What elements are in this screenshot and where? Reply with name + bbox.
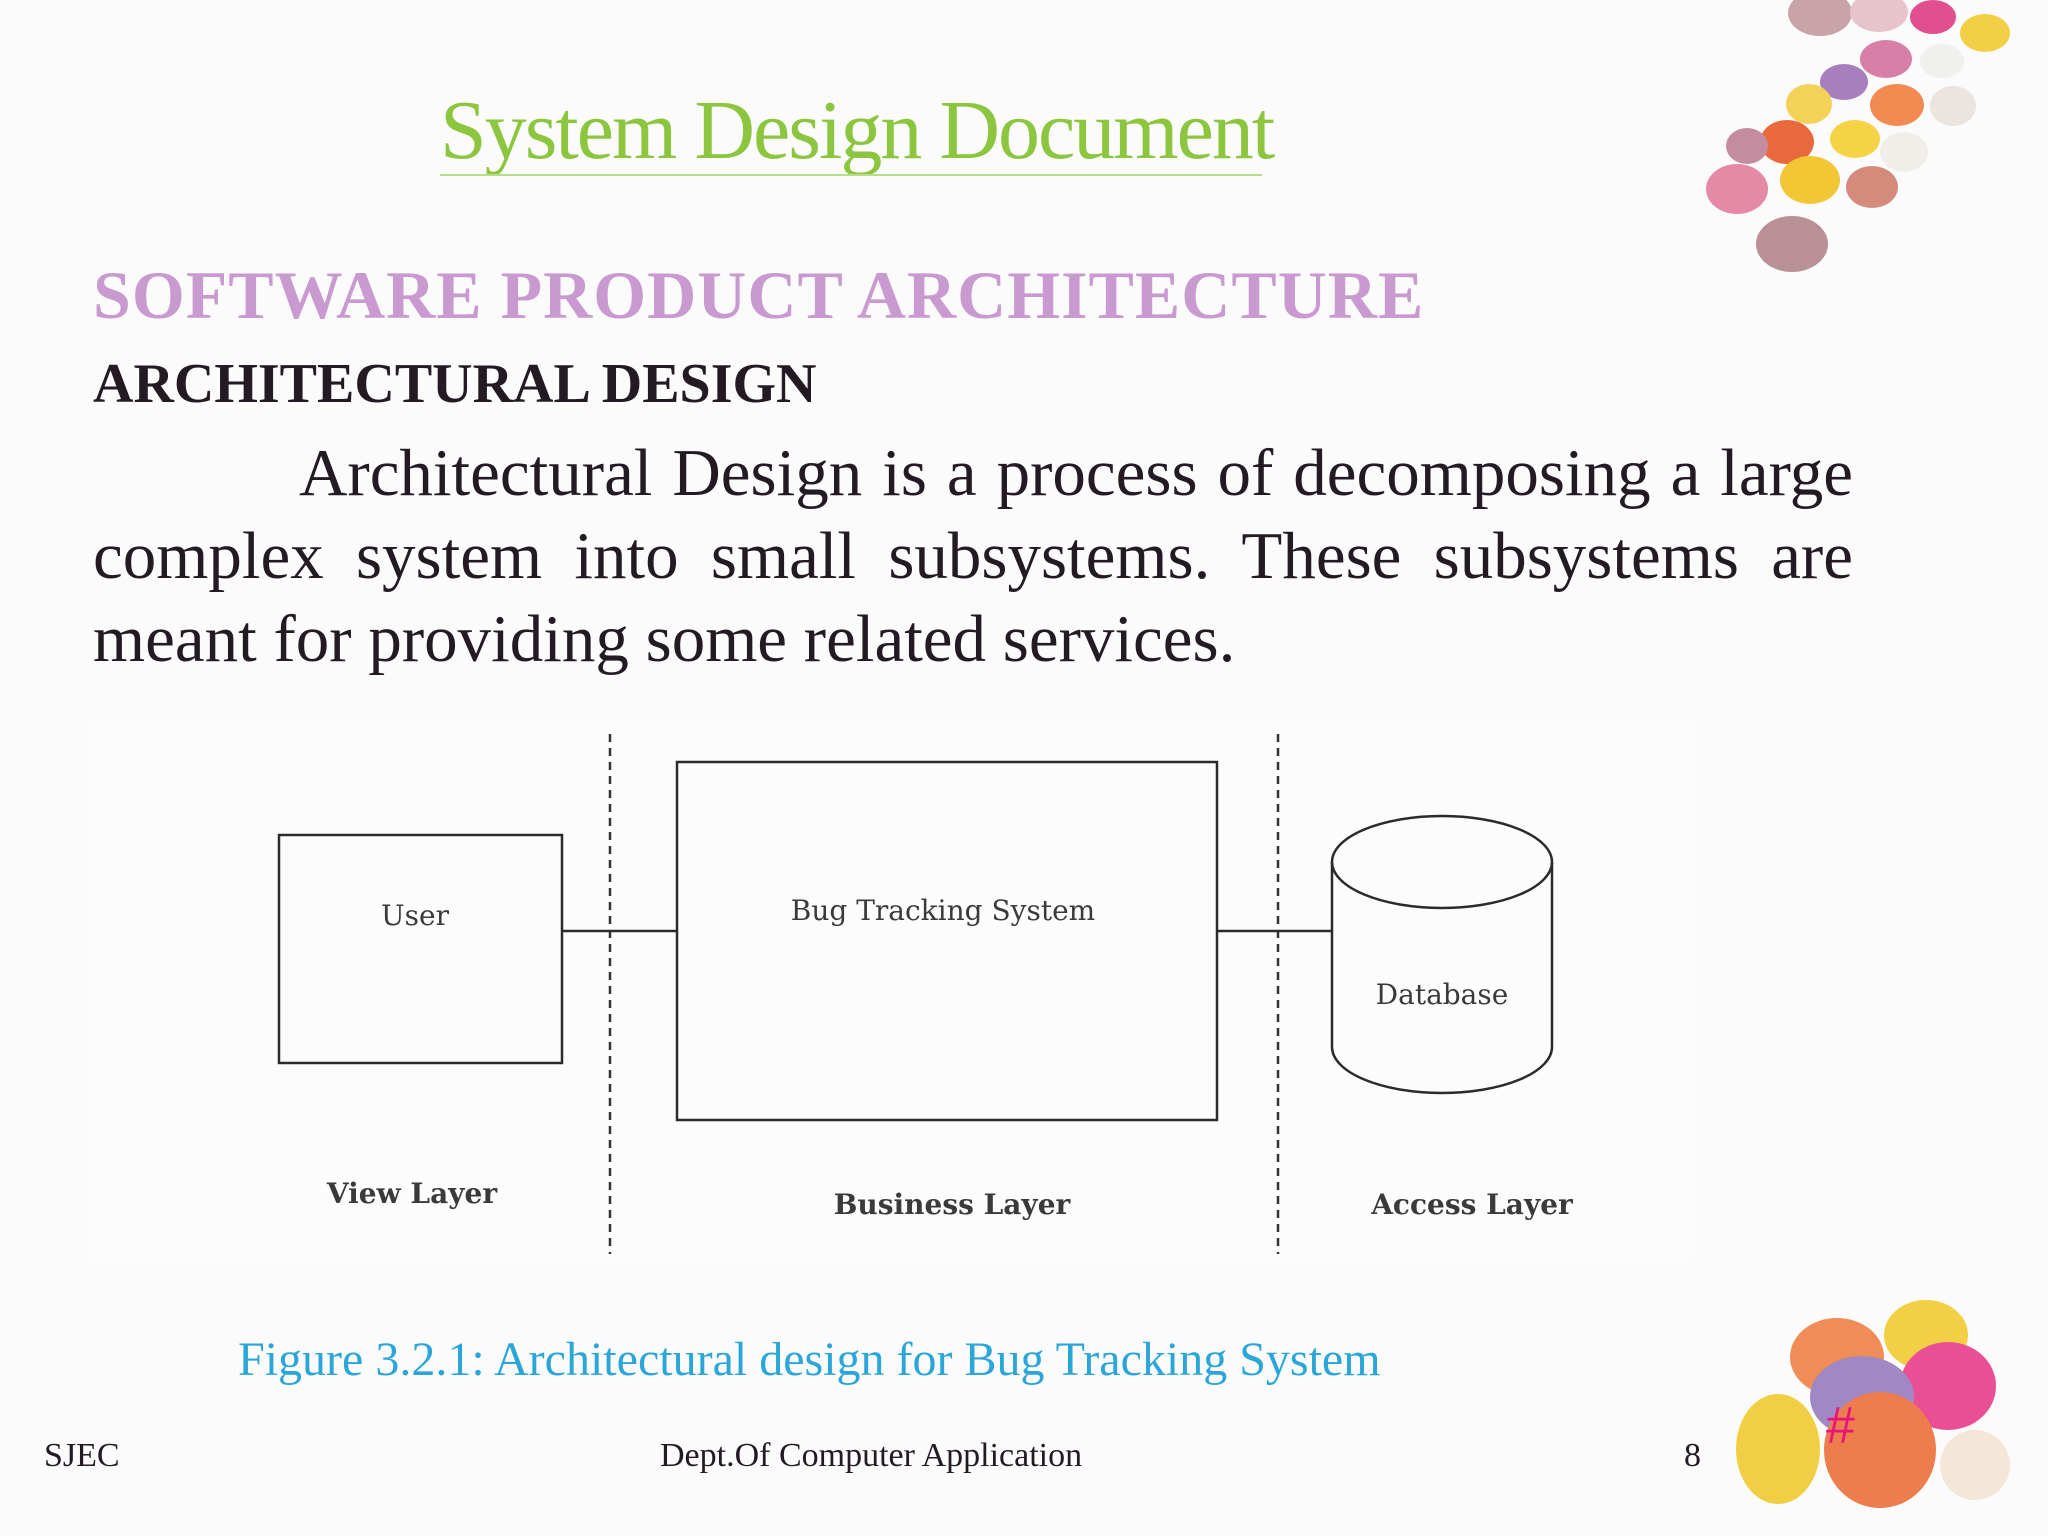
view-layer-label: View Layer — [326, 1177, 498, 1210]
figure-caption: Figure 3.2.1: Architectural design for B… — [238, 1333, 1381, 1386]
system-box — [675, 760, 1219, 1122]
architecture-diagram: User Bug Tracking System Database View L… — [90, 720, 1690, 1260]
business-layer-label: Business Layer — [834, 1188, 1072, 1221]
footer-department: Dept.Of Computer Application — [660, 1437, 1083, 1474]
database-cylinder — [1330, 814, 1554, 1095]
slide-title: System Design Document — [440, 84, 1275, 177]
sub-heading: ARCHITECTURAL DESIGN — [93, 353, 817, 415]
footer-institution: SJEC — [44, 1437, 120, 1474]
user-box — [277, 833, 564, 1065]
title-underline — [440, 174, 1262, 176]
user-box-label: User — [381, 899, 450, 932]
section-heading: SOFTWARE PRODUCT ARCHITECTURE — [93, 257, 1425, 333]
slide-number-marker: # — [1826, 1397, 1855, 1455]
database-label: Database — [1376, 978, 1509, 1011]
access-layer-label: Access Layer — [1370, 1188, 1574, 1221]
body-paragraph: Architectural Design is a process of dec… — [93, 436, 1853, 676]
page-number: 8 — [1684, 1437, 1701, 1474]
system-box-label: Bug Tracking System — [791, 894, 1095, 927]
